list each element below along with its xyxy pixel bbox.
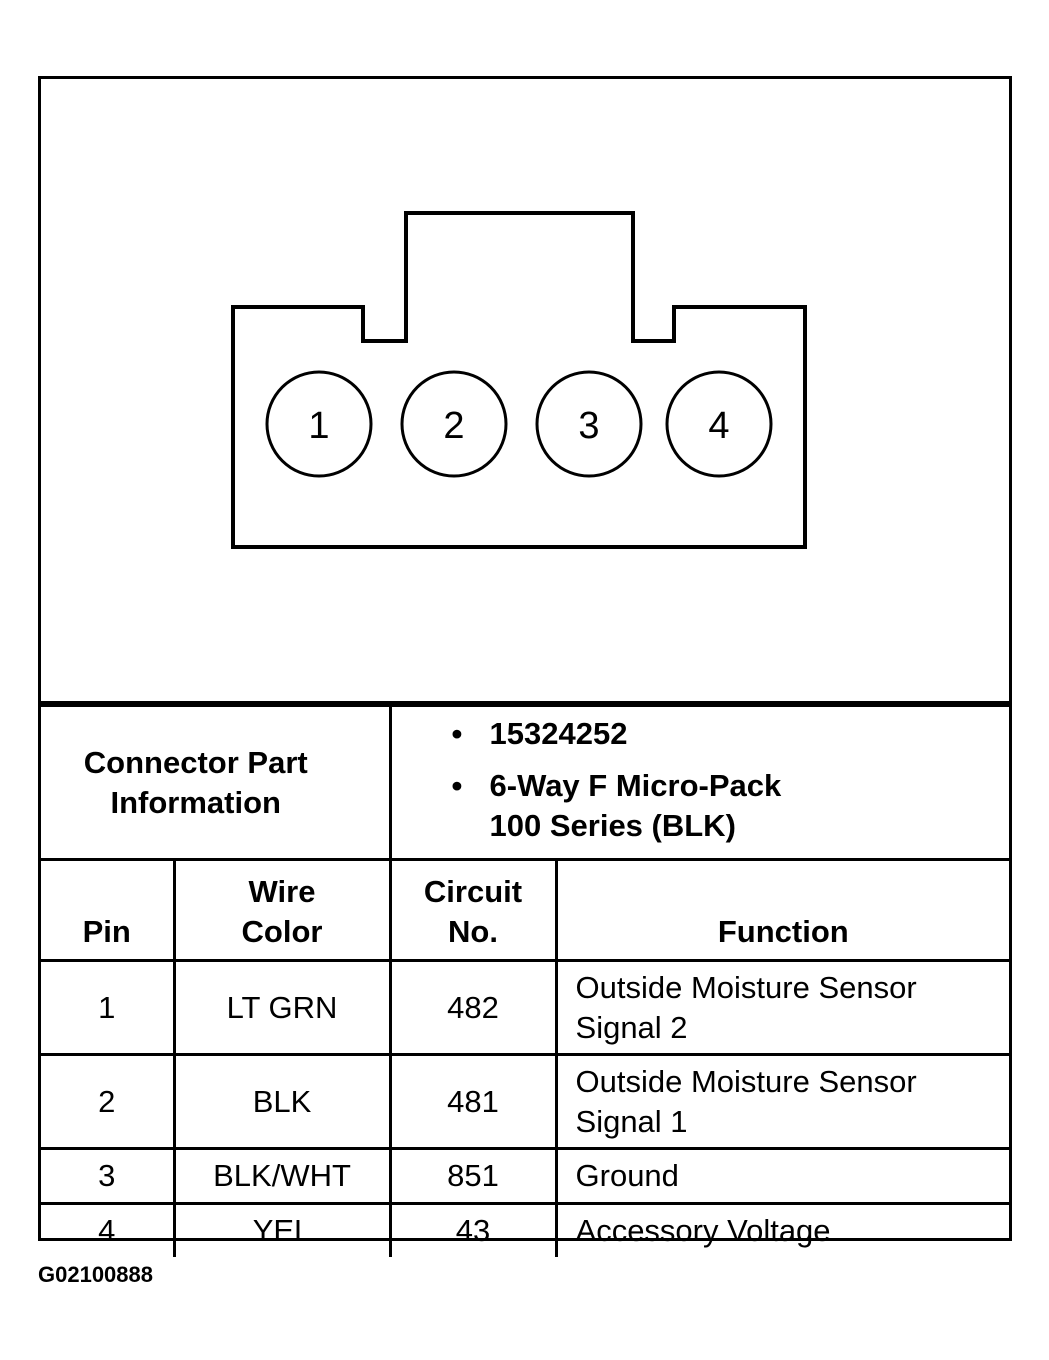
- table-row: 2 BLK 481 Outside Moisture Sensor Signal…: [41, 1053, 1010, 1150]
- pin-cavity-4: 4: [665, 370, 773, 478]
- header-wire-color: Wire Color: [172, 858, 392, 962]
- connector-figure-frame: 1 2 3 4 Connector Part: [38, 76, 1012, 1257]
- part-info-label-line2: Information: [110, 784, 282, 820]
- pin-cavity-3: 3: [535, 370, 643, 478]
- pin-number-4: 4: [708, 405, 729, 447]
- header-circuit-no: Circuit No.: [388, 858, 558, 962]
- part-description-line1: 6-Way F Micro-Pack: [489, 768, 782, 803]
- connector-outline: [231, 211, 807, 549]
- circuit-cell: 43: [388, 1202, 558, 1257]
- figure-id: G02100888: [38, 1262, 153, 1287]
- pin-cell: 1: [41, 959, 176, 1056]
- part-info-row: Connector Part Information 15324252 6-Wa…: [41, 704, 1010, 861]
- header-function: Function: [554, 858, 1010, 962]
- function-cell: Outside Moisture Sensor Signal 2: [554, 959, 1010, 1056]
- header-pin: Pin: [41, 858, 176, 962]
- part-info-label: Connector Part Information: [41, 704, 392, 861]
- table-row: 3 BLK/WHT 851 Ground: [41, 1147, 1010, 1205]
- wire-color-cell: BLK: [172, 1053, 392, 1150]
- function-cell: Accessory Voltage: [554, 1202, 1010, 1257]
- pin-number-2: 2: [443, 405, 464, 447]
- part-number: 15324252: [452, 714, 1010, 754]
- pin-cavity-2: 2: [400, 370, 508, 478]
- circuit-cell: 482: [388, 959, 558, 1056]
- part-description: 6-Way F Micro-Pack 100 Series (BLK): [452, 766, 1010, 846]
- function-cell: Outside Moisture Sensor Signal 1: [554, 1053, 1010, 1150]
- pin-cavity-1: 1: [265, 370, 373, 478]
- connector-face-drawing: 1 2 3 4: [231, 211, 807, 549]
- pin-number-3: 3: [578, 405, 599, 447]
- table-header-row: Pin Wire Color Circuit No. Function: [41, 858, 1010, 962]
- circuit-cell: 481: [388, 1053, 558, 1150]
- pin-number-1: 1: [308, 405, 329, 447]
- wire-color-cell: LT GRN: [172, 959, 392, 1056]
- part-description-line2: 100 Series (BLK): [489, 808, 736, 843]
- pin-cell: 2: [41, 1053, 176, 1150]
- part-info-values: 15324252 6-Way F Micro-Pack 100 Series (…: [388, 704, 1010, 861]
- wire-color-cell: YEL: [172, 1202, 392, 1257]
- pin-cell: 4: [41, 1202, 176, 1257]
- table-row: 4 YEL 43 Accessory Voltage: [41, 1202, 1010, 1257]
- table-row: 1 LT GRN 482 Outside Moisture Sensor Sig…: [41, 959, 1010, 1056]
- pin-cell: 3: [41, 1147, 176, 1205]
- connector-diagram: 1 2 3 4: [41, 79, 1009, 704]
- circuit-cell: 851: [388, 1147, 558, 1205]
- connector-info-table: Connector Part Information 15324252 6-Wa…: [41, 704, 1010, 1257]
- function-cell: Ground: [554, 1147, 1010, 1205]
- wire-color-cell: BLK/WHT: [172, 1147, 392, 1205]
- part-info-label-line1: Connector Part: [83, 744, 308, 780]
